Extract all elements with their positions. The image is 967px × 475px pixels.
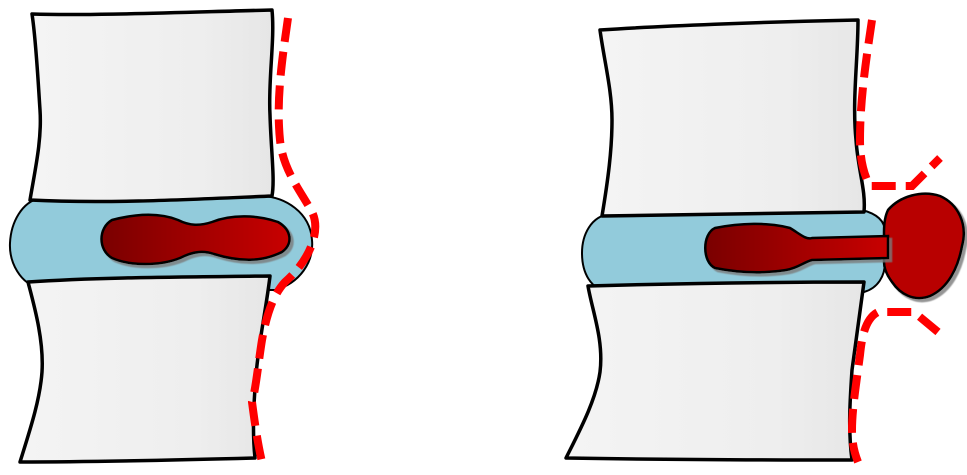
upper-vertebra bbox=[600, 20, 864, 216]
herniated-extrusion bbox=[884, 194, 964, 298]
lower-vertebra bbox=[20, 276, 270, 462]
disc-herniation-illustration bbox=[566, 20, 964, 462]
posterior-contour-line bbox=[860, 20, 940, 186]
upper-vertebra bbox=[30, 10, 273, 201]
disc-bulge-illustration bbox=[10, 10, 315, 462]
posterior-contour-line bbox=[852, 312, 938, 462]
lower-vertebra bbox=[566, 282, 864, 460]
